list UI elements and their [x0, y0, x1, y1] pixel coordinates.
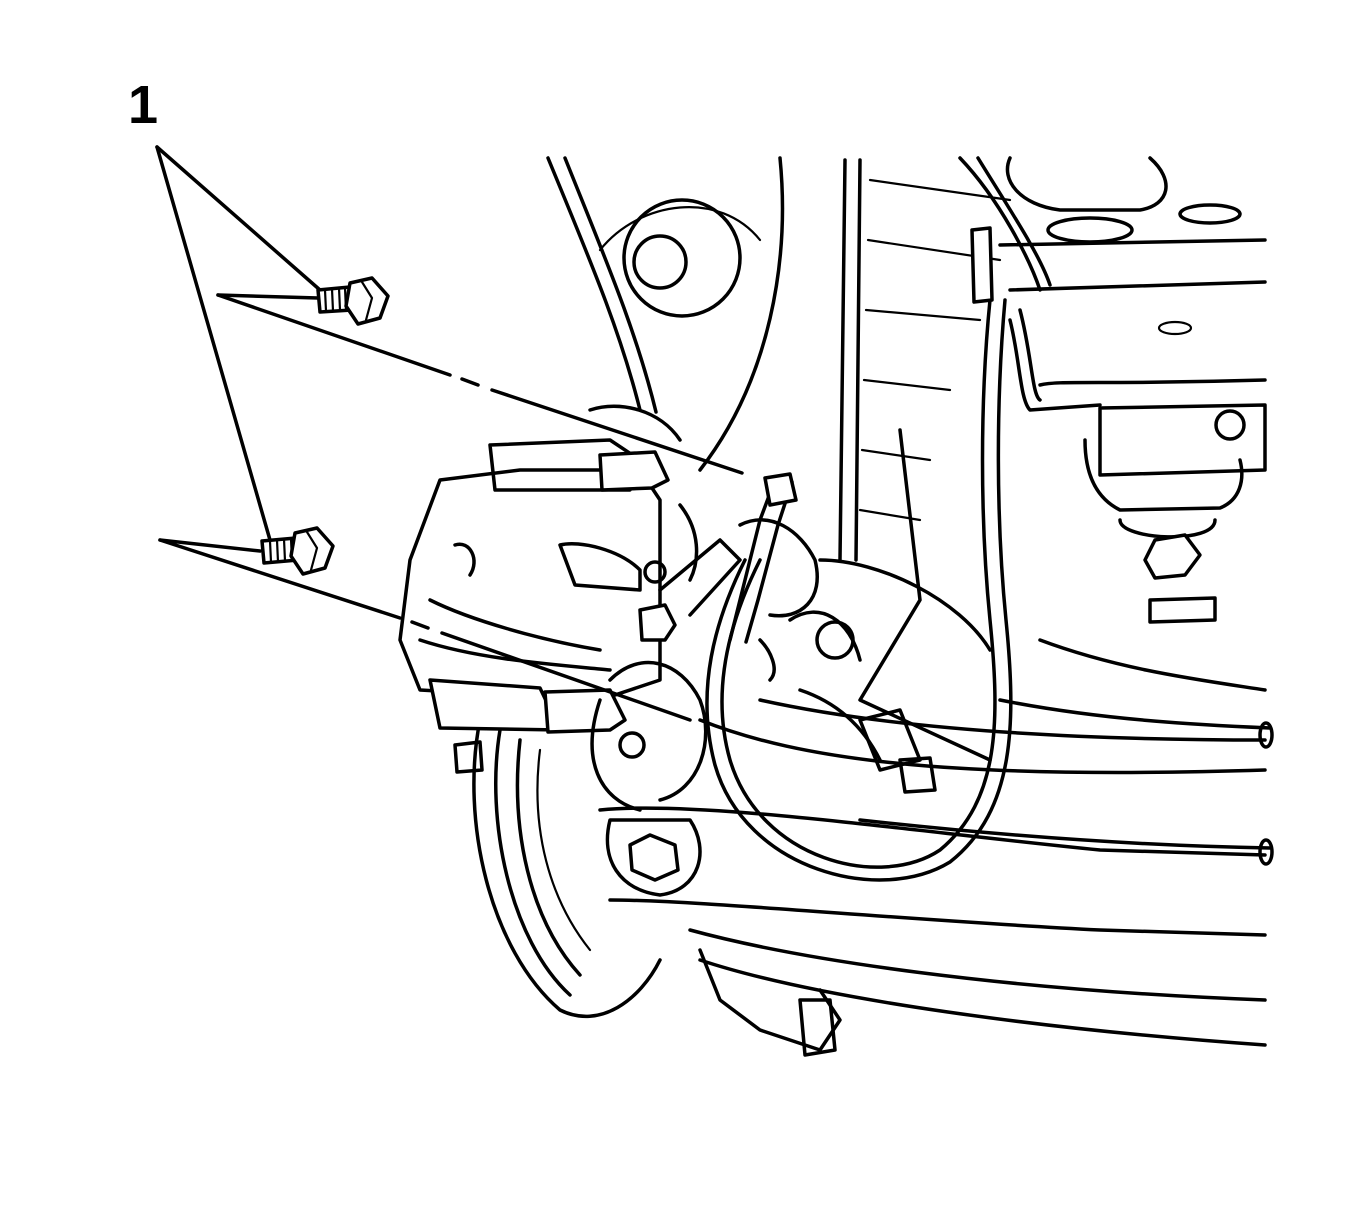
caliper-bolt-lower — [260, 526, 335, 576]
lower-control-arm — [598, 698, 1274, 1047]
control-arm-bushing — [605, 818, 842, 1057]
callout-leader-lines — [155, 145, 322, 553]
brake-rotor — [453, 718, 662, 1018]
installation-path-lines — [158, 293, 744, 722]
brake-hose — [705, 226, 1102, 882]
caliper-bracket — [543, 404, 742, 812]
caliper-bolt-upper — [316, 276, 390, 326]
parking-brake-cable — [728, 472, 819, 682]
chassis-frame — [998, 156, 1267, 692]
callout-number-label: 1 — [128, 75, 159, 135]
wheel-well-body — [546, 156, 1052, 562]
steering-knuckle — [788, 428, 992, 794]
